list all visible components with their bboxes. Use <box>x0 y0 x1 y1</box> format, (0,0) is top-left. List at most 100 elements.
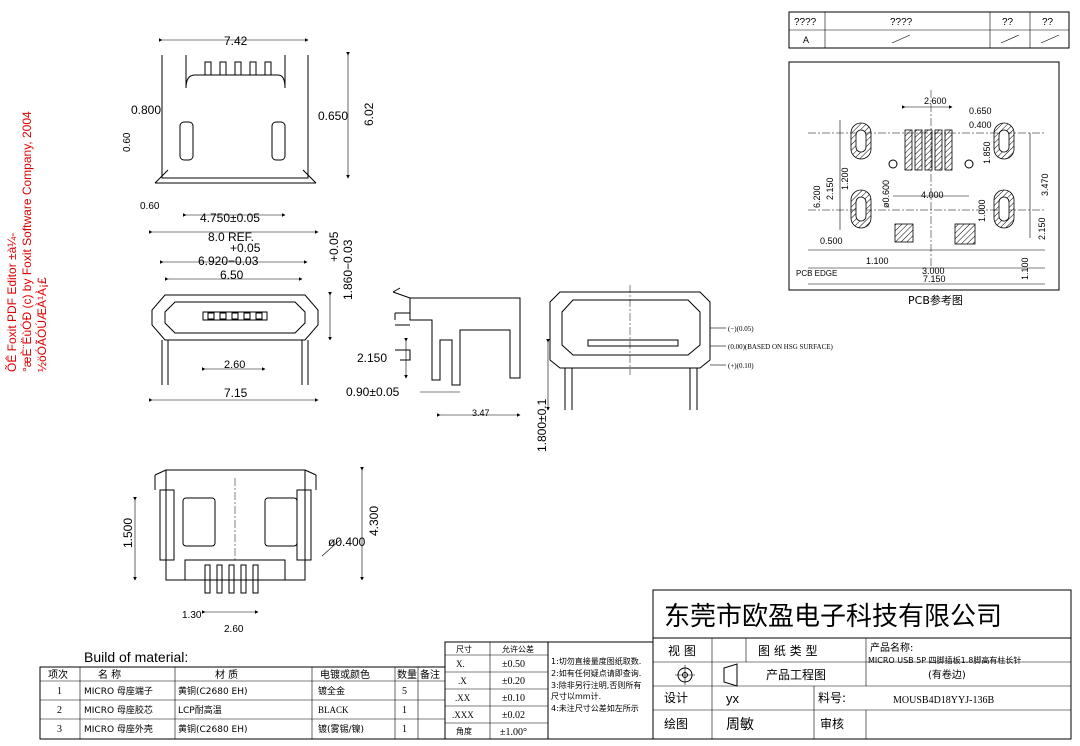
tol-row2-size: .X <box>458 676 467 686</box>
pcb-dim-3470: 3.470 <box>1040 173 1050 196</box>
side-dim-0900: 0.90±0.05 <box>346 385 400 399</box>
front-dim-pitch: 2.60 <box>224 359 245 371</box>
drafter-label: 绘图 <box>664 716 688 731</box>
revision-table: ???? ???? ?? ?? A <box>788 11 1070 49</box>
bom-header-qty: 数量 <box>397 668 417 681</box>
pcb-dim-1850: 1.850 <box>982 141 992 164</box>
designer-label: 设计 <box>664 691 688 705</box>
rev-header-2: ???? <box>890 17 913 28</box>
pcb-reference-view: PCB参考图 2.600 0.650 0.40 <box>788 61 1060 307</box>
bom-row3-plating: 镀(雾锡/镍) <box>318 723 364 735</box>
drafter: 周敏 <box>726 717 754 733</box>
tol-row3-value: ±0.10 <box>502 693 525 704</box>
pcb-dim-2600: 2.600 <box>924 96 947 106</box>
pcb-dim-3000: 3.000 <box>922 266 945 276</box>
watermark: ÕÊ Foxit PDF Editor ±à¼- °æÈ¨ËùÓÐ (c) by… <box>4 111 49 372</box>
bottom-dim-1500: 1.500 <box>121 518 135 548</box>
pcb-dim-6200: 6.200 <box>812 185 822 208</box>
product-name-label: 产品名称: <box>870 641 913 654</box>
rear-note-plus: (+)(0.10) <box>728 362 754 370</box>
front-dim-6920: 6.920−0.03 <box>198 254 259 268</box>
pcb-dim-7150: 7.150 <box>923 274 946 284</box>
bottom-dim-1300: 1.30 <box>182 610 202 621</box>
product-name-line2: (有卷边) <box>928 668 966 681</box>
pcb-dim-0500: 0.500 <box>820 236 843 246</box>
part-no-label: 料号: <box>818 691 846 705</box>
top-dim-0600-left: 0.60 <box>122 132 133 152</box>
pcb-dim-0400: 0.400 <box>969 120 992 130</box>
company-name: 东莞市欧盈电子科技有限公司 <box>664 602 1002 632</box>
bom-table: Build of material: 项次 名 称 材 质 电镀或颜色 数量 备… <box>39 649 446 740</box>
front-dim-6500: 6.50 <box>220 268 244 282</box>
bom-title: Build of material: <box>84 649 188 665</box>
title-block: 东莞市欧盈电子科技有限公司 视 图 图 纸 类 型 产品工程图 产品名称: MI… <box>652 589 1072 740</box>
bom-header-plating: 电镀或颜色 <box>320 668 370 681</box>
front-dim-ref: 8.0 REF. <box>208 230 254 244</box>
rear-note-minus: (−)(0.05) <box>728 325 754 333</box>
bottom-view: 1.500 ø0.400 4.300 1.30 2.60 <box>121 467 381 635</box>
bottom-dim-2600: 2.60 <box>224 624 244 635</box>
bottom-dim-4300: 4.300 <box>367 506 381 536</box>
watermark-line1: ÕÊ Foxit PDF Editor ±à¼- <box>4 233 19 372</box>
top-dim-0800: 0.800 <box>131 103 161 117</box>
pcb-dim-2150-left: 2.150 <box>825 177 835 200</box>
bom-row1-material: 黄铜(C2680 EH) <box>178 685 248 697</box>
top-dim-0600-bottom: 0.60 <box>140 201 160 212</box>
tol-row5-value: ±1.00° <box>500 727 527 738</box>
top-dim-width: 7.42 <box>224 34 248 48</box>
top-view: 7.42 0.800 0.650 6.02 0.60 0.60 4.750±0.… <box>122 34 376 225</box>
projection-symbol-icon <box>675 663 738 687</box>
pcb-dim-1200: 1.200 <box>840 167 850 190</box>
side-view: 2.150 0.90±0.05 3.47 <box>346 287 521 418</box>
rear-dim-1800: 1.800±0.1 <box>535 398 549 452</box>
bom-header-material: 材 质 <box>215 668 238 681</box>
bom-header-remark: 备注 <box>420 668 440 681</box>
tol-header-size: 尺寸 <box>456 644 472 654</box>
pcb-dim-4000: 4.000 <box>921 190 944 200</box>
note-2: 2:如有任何疑点请即查询. <box>551 668 641 678</box>
bom-row2-plating: BLACK <box>318 705 349 715</box>
reviewer-label: 审核 <box>820 716 844 731</box>
bom-row2-name: MICRO 母座胶芯 <box>84 704 153 716</box>
drawing-type: 产品工程图 <box>766 667 826 682</box>
front-view: 8.0 REF. +0.05 6.920−0.03 6.50 +0.05 1.8… <box>149 230 355 402</box>
tol-row4-value: ±0.02 <box>502 710 525 721</box>
pcb-dim-hole-diameter: ø0.600 <box>881 180 891 208</box>
front-dim-1860: 1.860−0.03 <box>341 239 355 300</box>
rear-note-zero: (0.00)(BASED ON HSG SURFACE) <box>728 343 834 351</box>
bom-header-item: 项次 <box>48 668 68 681</box>
rev-header-1: ???? <box>794 17 817 28</box>
note-1: 1:切勿直接量度图纸取数. <box>551 656 641 666</box>
rev-header-4: ?? <box>1042 17 1054 28</box>
bom-row3-item: 3 <box>57 724 62 735</box>
designer: yx <box>726 691 740 706</box>
front-dim-tol-plus: +0.05 <box>230 241 261 255</box>
bom-row2-qty: 1 <box>402 705 407 716</box>
note-3: 3:除非另行注明,否则所有 <box>551 680 641 690</box>
tol-row2-value: ±0.20 <box>502 676 525 687</box>
pcb-dim-1000: 1.000 <box>977 199 987 222</box>
bom-row1-plating: 镀全金 <box>318 685 345 697</box>
bom-row3-material: 黄铜(C2680 EH) <box>178 723 248 735</box>
rev-header-3: ?? <box>1002 17 1014 28</box>
tol-row5-size: 角度 <box>456 726 472 736</box>
drawing-notes: 1:切勿直接量度图纸取数. 2:如有任何疑点请即查询. 3:除非另行注明,否则所… <box>547 641 654 740</box>
bom-row2-item: 2 <box>57 705 62 716</box>
pcb-dim-2150-right: 2.150 <box>1037 217 1047 240</box>
tol-row1-value: ±0.50 <box>502 659 525 670</box>
bom-row1-name: MICRO 母座端子 <box>84 685 153 697</box>
note-4: 4:未注尺寸公差如左所示 <box>551 703 639 713</box>
product-name: MICRO USB 5P 四脚插板1.8脚高有柱长针 <box>868 655 1021 665</box>
front-dim-7150: 7.15 <box>224 386 248 400</box>
pcb-caption: PCB参考图 <box>908 293 963 307</box>
pcb-edge-label: PCB EDGE <box>796 269 837 278</box>
pcb-dim-1100-right: 1.100 <box>1020 257 1030 280</box>
tol-row3-size: .XX <box>455 693 471 703</box>
pcb-dim-0650: 0.650 <box>969 106 992 116</box>
bom-row1-qty: 5 <box>402 686 407 697</box>
tol-row1-size: X. <box>456 659 465 669</box>
rev-row-a: A <box>803 35 809 45</box>
side-dim-2150: 2.150 <box>357 351 387 365</box>
view-label: 视 图 <box>668 643 696 658</box>
bom-header-name: 名 称 <box>98 668 121 681</box>
